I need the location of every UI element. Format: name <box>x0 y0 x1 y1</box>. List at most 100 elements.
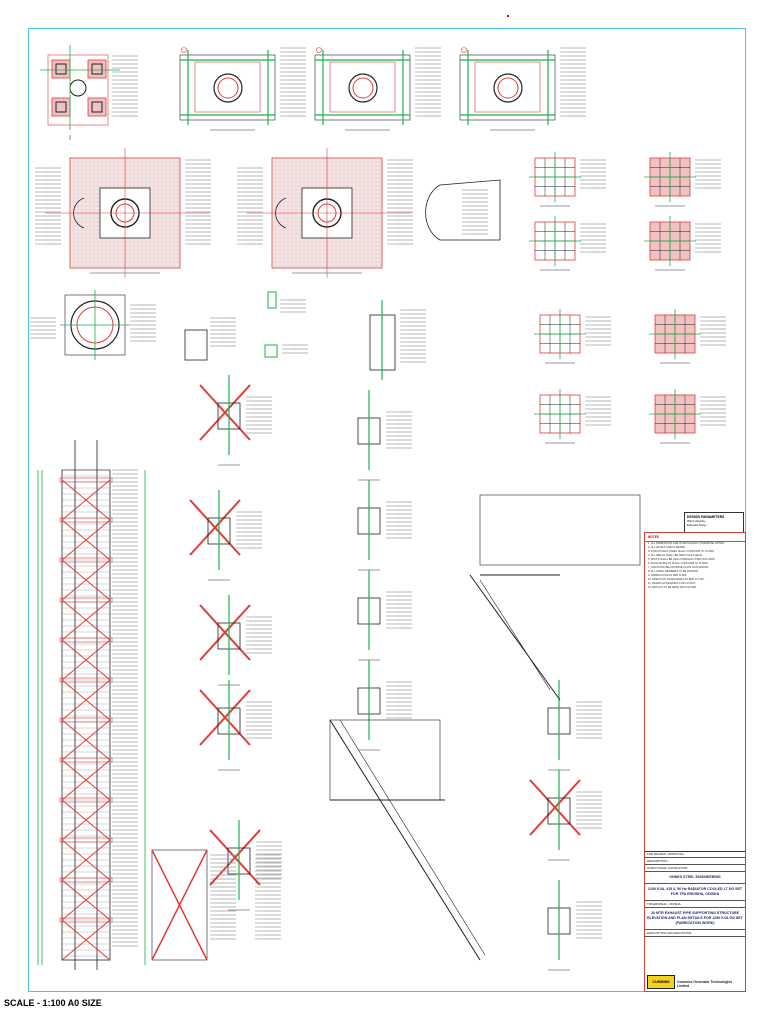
platform-beam <box>59 557 113 563</box>
bracing <box>61 639 111 681</box>
anchor-plate <box>55 101 67 113</box>
bracing <box>61 519 111 561</box>
platform-beam <box>59 517 113 523</box>
platform-beam <box>59 917 113 923</box>
diagonal-member <box>199 689 251 746</box>
title-block-rows: FOR REVIEW / APPROVAL DESCRIPTION STRUCT… <box>645 851 745 991</box>
note-line: 4. ALL WELDS SHALL BE 6MM FILLET WELD. <box>648 554 703 557</box>
revision-row: FOR REVIEW / APPROVAL <box>645 851 745 858</box>
anchor-plate <box>91 101 103 113</box>
bracing <box>61 559 111 601</box>
frame-elevation <box>329 719 441 801</box>
note-line: 8. ALL STEEL MEMBERS TO BE PAINTED. <box>648 570 699 573</box>
grid-bubble <box>461 47 467 53</box>
frame-plan <box>179 54 276 121</box>
pipe-ring <box>348 73 378 103</box>
platform-beam <box>59 797 113 803</box>
note-line: 11. REFER GA DRAWING FOR LAYOUT. <box>648 582 696 585</box>
note-line: 10. ERECTION TOLERANCES AS PER IS 7215. <box>648 578 705 581</box>
title-block: NOTES 1. ALL DIMENSIONS ARE IN MM UNLESS… <box>644 532 746 992</box>
note-line: 5. BOLTS SHALL BE HIGH STRENGTH FRICTION… <box>648 558 715 561</box>
frame-inner <box>474 61 541 113</box>
anchor-plate <box>55 63 67 75</box>
design-parameter-line: Exhaust Temp - <box>687 523 708 527</box>
design-parameters-title: DESIGN PARAMETERS <box>687 515 725 519</box>
anchor-plate <box>91 63 103 75</box>
note-line: 2. ALL LEVELS ARE IN METRE. <box>648 546 686 549</box>
platform-beam <box>59 877 113 883</box>
strut <box>479 579 551 691</box>
frame-elevation <box>479 494 641 566</box>
frame-plan <box>314 54 411 121</box>
diagonal-member <box>199 384 251 441</box>
bracing <box>61 759 111 801</box>
drawing-border <box>28 28 746 992</box>
frame-inner <box>194 61 261 113</box>
bracing <box>61 719 111 761</box>
diagonal-member <box>209 829 261 886</box>
detail-plate <box>264 344 278 358</box>
frame-inner <box>329 61 396 113</box>
scale-note: SCALE - 1:100 A0 SIZE <box>4 998 102 1008</box>
bracing <box>151 849 208 961</box>
bracing <box>61 479 111 521</box>
note-line: 12. DETAILS TO BE READ WITH NOTES. <box>648 586 698 589</box>
anchor-pad <box>87 59 107 79</box>
pipe-section <box>69 79 87 97</box>
consultant-name: OHNES STEEL ENGINEERING <box>645 872 745 884</box>
bracing <box>61 799 111 841</box>
bracing <box>61 919 111 961</box>
strut <box>469 574 561 701</box>
platform-beam <box>59 757 113 763</box>
platform-beam <box>59 837 113 843</box>
pipe-ring <box>493 73 523 103</box>
project-title: 1250 KVA, 415 V, 50 Hz RADIATOR COOLED L… <box>645 884 745 901</box>
company-logo: CUMMINS <box>647 975 675 989</box>
diagonal-member <box>199 604 251 661</box>
note-line: 3. STRUCTURAL STEEL SHALL CONFORM TO IS … <box>648 550 715 553</box>
platform-beam <box>59 637 113 643</box>
consultant-label: STRUCTURAL CONSULTANT <box>645 865 745 872</box>
note-line: 1. ALL DIMENSIONS ARE IN MM UNLESS OTHER… <box>648 542 725 545</box>
strut <box>339 719 486 956</box>
note-line: 9. FABRICATION AS PER IS 800. <box>648 574 688 577</box>
diagonal-member <box>189 499 241 556</box>
pipe-ring-inner <box>497 77 519 99</box>
platform-beam <box>59 717 113 723</box>
pipe-elevation <box>151 849 208 961</box>
sheet-mark <box>507 15 509 17</box>
drawing-number: EDP/LNT/TPA-ODI-DWG/ST/003 <box>645 930 745 937</box>
strut <box>329 719 481 961</box>
pipe-ring-inner <box>352 77 374 99</box>
detail-plate <box>267 291 277 309</box>
bracing <box>61 879 111 921</box>
bracing <box>61 679 111 721</box>
design-parameter-line: Wind Velocity - <box>687 519 707 523</box>
notes-header: NOTES <box>645 533 745 542</box>
bracing <box>61 839 111 881</box>
note-line: 7. GROUTING BELOW BASE PLATE NON SHRINK. <box>648 566 710 569</box>
pipe-ring-inner <box>217 77 239 99</box>
drawing-title: 20 MTR EXHAUST PIPE SUPPORTING STRUCTURE… <box>645 908 745 930</box>
detail-box <box>184 329 208 361</box>
anchor-pad <box>51 97 71 117</box>
platform-beam <box>59 597 113 603</box>
pipe-ring <box>213 73 243 103</box>
revision-label: DESCRIPTION <box>645 858 745 865</box>
company-name: Cummins Generator Technologies Limited <box>677 980 733 988</box>
platform-beam <box>59 677 113 683</box>
platform-plan <box>425 179 501 241</box>
design-parameters-box: DESIGN PARAMETERS Wind Velocity - Exhaus… <box>684 512 744 534</box>
note-line: 6. ANCHOR BOLTS SHALL CONFORM TO IS 5624… <box>648 562 709 565</box>
frame-plan <box>459 54 556 121</box>
notes-panel: NOTES 1. ALL DIMENSIONS ARE IN MM UNLESS… <box>645 533 745 852</box>
platform-beam <box>59 477 113 483</box>
grid-bubble <box>316 47 322 53</box>
bracing <box>61 599 111 641</box>
site-name: TPA ERDISHA - ODISHA <box>645 901 745 908</box>
anchor-plan-outline <box>47 54 109 126</box>
grid-bubble <box>181 47 187 53</box>
anchor-pad <box>87 97 107 117</box>
anchor-pad <box>51 59 71 79</box>
